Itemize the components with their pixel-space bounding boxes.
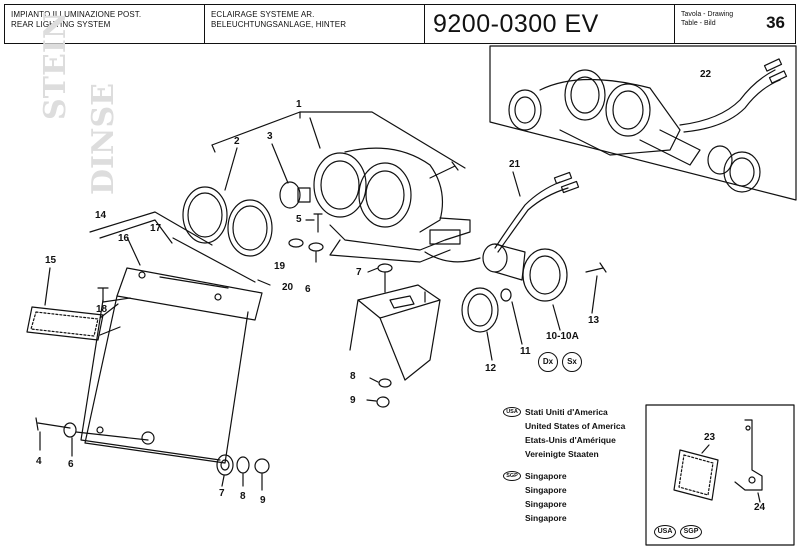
legend-usa-line-4: Vereinigte Staaten	[525, 449, 599, 459]
inset-sgp-badge: SGP	[680, 525, 702, 539]
legend-sgp-line-3: Singapore	[525, 499, 567, 509]
callout-8-upper: 8	[350, 371, 356, 382]
table-label-2: Table - Bild	[681, 20, 716, 27]
callout-16: 16	[118, 233, 130, 244]
assembled-tail-light-22	[508, 58, 788, 193]
callout-20: 20	[282, 282, 294, 293]
inset-frame-23-24	[645, 404, 795, 546]
license-plate-holder-14	[80, 267, 263, 464]
callout-12: 12	[485, 363, 497, 374]
legend-sgp-line-4: Singapore	[525, 513, 567, 523]
market-legend: USA Stati Uniti d'America United States …	[503, 405, 643, 533]
callout-8-lower: 8	[240, 491, 246, 502]
title-block: IMPIANTO ILLUMINAZIONE POST. REAR LIGHTI…	[4, 4, 796, 44]
callout-17: 17	[150, 223, 162, 234]
model-code-cell: 9200-0300 EV	[425, 5, 675, 43]
callout-7-lower: 7	[219, 488, 225, 499]
legend-usa: USA Stati Uniti d'America United States …	[503, 405, 643, 461]
callout-21: 21	[509, 159, 521, 170]
model-code: 9200-0300 EV	[433, 10, 599, 38]
callout-6-upper: 6	[305, 284, 311, 295]
callout-9-lower: 9	[260, 495, 266, 506]
callout-2: 2	[234, 136, 240, 147]
callout-23: 23	[704, 432, 716, 443]
table-cell: Tavola - Drawing Table - Bild 36	[675, 5, 797, 43]
callout-22: 22	[700, 69, 712, 80]
inset-frame-22	[489, 45, 797, 201]
callout-18: 18	[96, 304, 108, 315]
callout-19: 19	[274, 261, 286, 272]
callout-15: 15	[45, 255, 57, 266]
callout-13: 13	[588, 315, 600, 326]
turn-signal-10	[424, 243, 568, 302]
callout-5: 5	[296, 214, 302, 225]
lens-2	[182, 186, 273, 257]
callout-10-10a: 10-10A	[546, 331, 579, 342]
right-side-marker: Dx	[538, 352, 558, 372]
reflector-15	[26, 306, 104, 341]
sgp-tag: SGP	[503, 471, 521, 481]
usa-tag: USA	[503, 407, 521, 417]
lens-12	[461, 287, 512, 333]
left-side-marker: Sx	[562, 352, 582, 372]
table-number: 36	[766, 13, 785, 32]
title-de: BELEUCHTUNGSANLAGE, HINTER	[211, 20, 347, 29]
legend-sgp: SGP Singapore Singapore Singapore Singap…	[503, 469, 643, 525]
table-label: Tavola - Drawing	[681, 11, 734, 18]
title-italian-english: IMPIANTO ILLUMINAZIONE POST. REAR LIGHTI…	[5, 5, 205, 43]
legend-usa-line-1: Stati Uniti d'America	[525, 407, 608, 417]
callout-11: 11	[520, 346, 531, 357]
support-bracket	[349, 284, 441, 381]
legend-sgp-line-1: Singapore	[525, 471, 567, 481]
legend-usa-line-2: United States of America	[525, 421, 626, 431]
title-fr: ECLAIRAGE SYSTEME AR.	[211, 10, 315, 19]
callout-14: 14	[95, 210, 107, 221]
lamp-housing-1	[313, 147, 471, 263]
callout-6-lower: 6	[68, 459, 74, 470]
callout-4: 4	[36, 456, 42, 467]
bracket-24	[734, 419, 763, 491]
reflector-23	[673, 449, 719, 501]
legend-sgp-line-2: Singapore	[525, 485, 567, 495]
callout-7-upper: 7	[356, 267, 362, 278]
callout-24: 24	[754, 502, 766, 513]
title-french-german: ECLAIRAGE SYSTEME AR. BELEUCHTUNGSANLAGE…	[205, 5, 425, 43]
callout-1: 1	[296, 99, 302, 110]
title-it: IMPIANTO ILLUMINAZIONE POST.	[11, 10, 142, 19]
callout-3: 3	[267, 131, 273, 142]
title-en: REAR LIGHTING SYSTEM	[11, 20, 111, 29]
callout-9-upper: 9	[350, 395, 356, 406]
inset-usa-badge: USA	[654, 525, 676, 539]
bulb-3	[279, 181, 311, 209]
legend-usa-line-3: Etats-Unis d'Amérique	[525, 435, 616, 445]
